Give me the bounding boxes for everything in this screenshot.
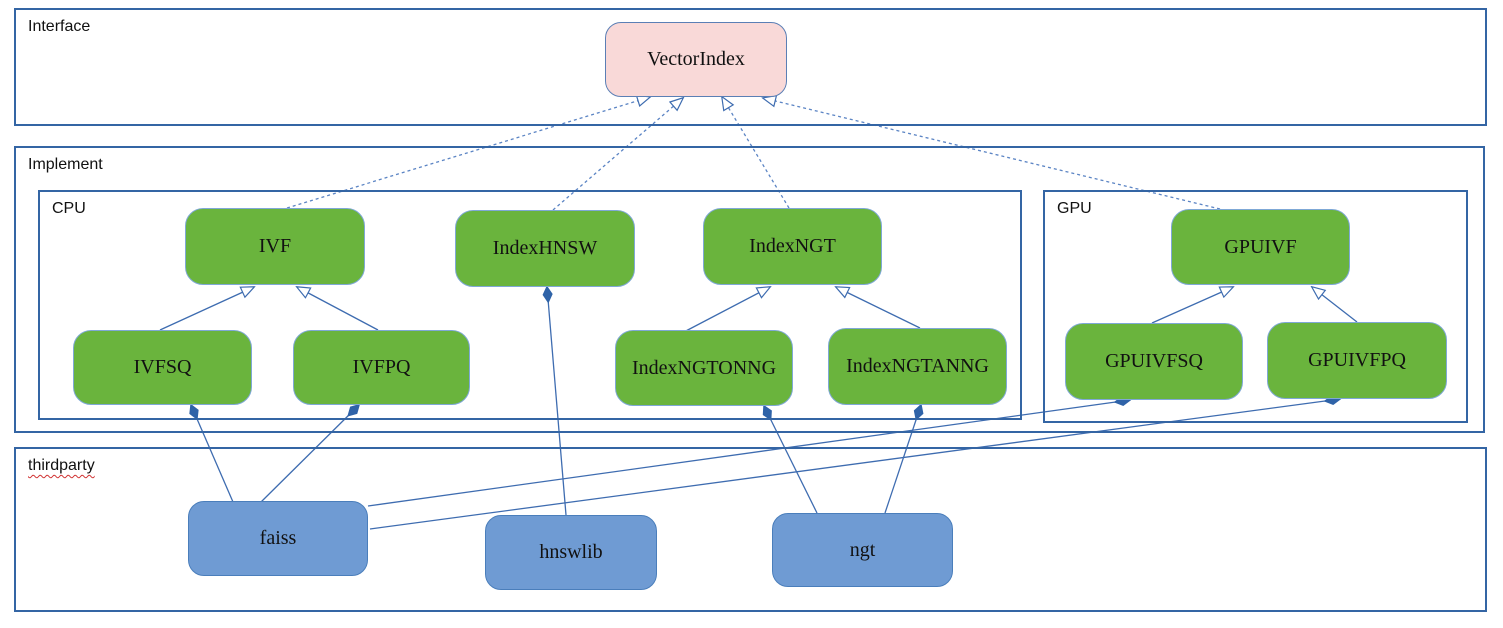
- node-hnswlib-label: hnswlib: [539, 541, 603, 563]
- node-ivfpq-label: IVFPQ: [352, 356, 411, 378]
- node-ngt[interactable]: ngt: [772, 513, 953, 587]
- node-vectorindex-label: VectorIndex: [647, 48, 745, 70]
- node-ngt-label: ngt: [849, 538, 876, 561]
- container-cpu-label: CPU: [52, 200, 86, 217]
- container-interface[interactable]: Interface: [14, 8, 1487, 126]
- container-interface-label: Interface: [28, 18, 91, 35]
- node-ivf[interactable]: IVF: [185, 208, 365, 285]
- node-indexngtonng-label: IndexNGTONNG: [631, 356, 777, 379]
- node-indexhnsw-label: IndexHNSW: [492, 237, 598, 259]
- container-thirdparty[interactable]: thirdparty: [14, 447, 1487, 612]
- container-thirdparty-label: thirdparty: [28, 457, 95, 474]
- container-implement-label: Implement: [28, 156, 103, 173]
- node-ivfpq[interactable]: IVFPQ: [293, 330, 470, 405]
- node-faiss[interactable]: faiss: [188, 501, 368, 576]
- node-indexngtanng[interactable]: IndexNGTANNG: [828, 328, 1007, 405]
- node-indexhnsw[interactable]: IndexHNSW: [455, 210, 635, 287]
- node-gpuivfsq-label: GPUIVFSQ: [1105, 350, 1203, 372]
- node-indexngtonng[interactable]: IndexNGTONNG: [615, 330, 793, 406]
- container-cpu[interactable]: CPU: [38, 190, 1022, 420]
- node-indexngt-label: IndexNGT: [749, 235, 836, 257]
- container-gpu-label: GPU: [1057, 200, 1092, 217]
- node-gpuivfpq[interactable]: GPUIVFPQ: [1267, 322, 1447, 399]
- container-implement[interactable]: Implement: [14, 146, 1485, 433]
- node-ivfsq-label: IVFSQ: [133, 356, 192, 378]
- node-gpuivf[interactable]: GPUIVF: [1171, 209, 1350, 285]
- node-vectorindex[interactable]: VectorIndex: [605, 22, 787, 97]
- node-gpuivfpq-label: GPUIVFPQ: [1308, 349, 1406, 371]
- node-gpuivfsq[interactable]: GPUIVFSQ: [1065, 323, 1243, 400]
- container-gpu[interactable]: GPU: [1043, 190, 1468, 423]
- node-ivfsq[interactable]: IVFSQ: [73, 330, 252, 405]
- node-indexngtanng-label: IndexNGTANNG: [846, 355, 989, 377]
- node-hnswlib[interactable]: hnswlib: [485, 515, 657, 590]
- node-ivf-label: IVF: [258, 235, 292, 257]
- node-faiss-label: faiss: [259, 527, 297, 549]
- node-gpuivf-label: GPUIVF: [1224, 235, 1297, 258]
- node-indexngt[interactable]: IndexNGT: [703, 208, 882, 285]
